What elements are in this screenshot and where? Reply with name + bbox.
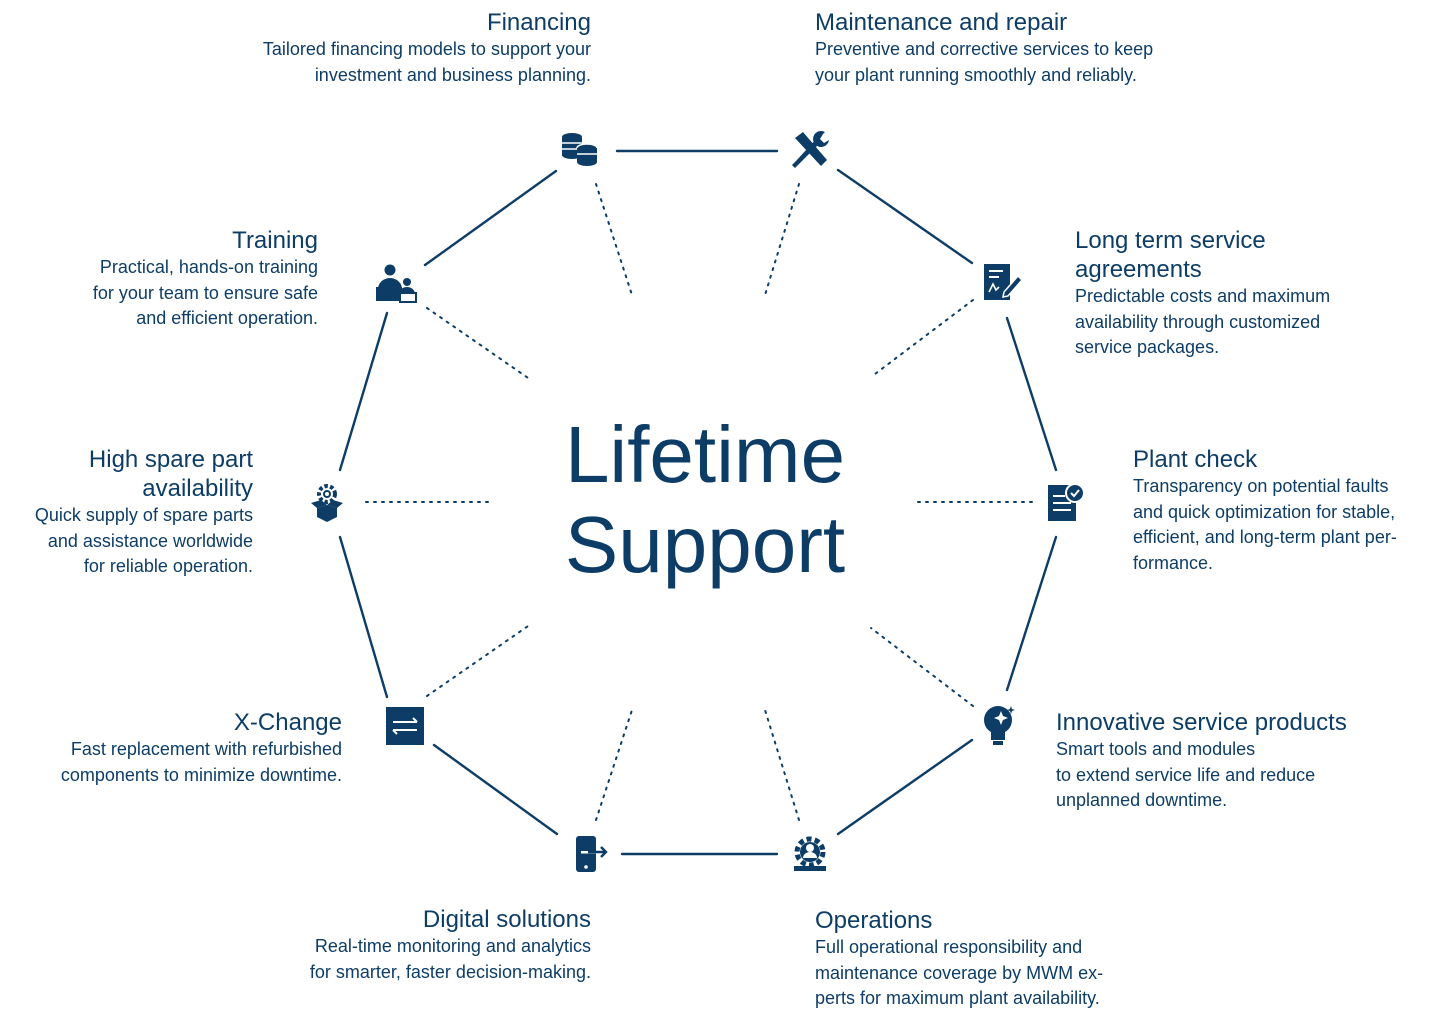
item-desc-line: Practical, hands-on training — [99, 257, 318, 277]
item-title: availability — [142, 475, 253, 502]
item-desc-line: Tailored financing models to support you… — [262, 39, 591, 59]
mobile-export-icon — [576, 836, 608, 872]
checked-document-icon — [1048, 483, 1085, 521]
spoke-innovative — [870, 627, 974, 707]
item-x-change: X-Change Fast replacement with refurbish… — [12, 708, 342, 788]
item-title: Financing — [486, 9, 591, 36]
item-desc-line: unplanned downtime. — [1056, 790, 1228, 810]
item-desc-line: Fast replacement with refurbished — [70, 739, 342, 759]
center-title-line2: Support — [564, 500, 846, 589]
item-desc-line: Full operational responsibility and — [815, 937, 1083, 957]
edge-training-financing — [423, 169, 558, 267]
parts-box-icon — [311, 484, 343, 522]
spoke-maintenance — [764, 183, 800, 296]
item-desc-line: Transparency on potential faults — [1133, 476, 1389, 496]
item-training: Training Practical, hands-on training fo… — [18, 226, 318, 332]
item-desc-line: Preventive and corrective services to ke… — [815, 39, 1154, 59]
edge-plantcheck-innovative — [1005, 535, 1058, 692]
item-title: agreements — [1075, 256, 1202, 283]
item-desc-line: and assistance worldwide — [47, 530, 253, 551]
item-desc-line: investment and business planning. — [314, 64, 591, 85]
wrench-screwdriver-icon — [792, 130, 829, 168]
spoke-operations — [764, 709, 800, 821]
item-plant-check: Plant check Transparency on potential fa… — [1133, 445, 1433, 576]
item-digital-solutions: Digital solutions Real-time monitoring a… — [171, 905, 591, 985]
item-operations: Operations Full operational responsibili… — [815, 906, 1235, 1012]
item-title: High spare part — [88, 446, 253, 473]
item-long-term-service-agreements: Long term service agreements Predictable… — [1075, 226, 1415, 361]
spoke-financing — [595, 183, 633, 296]
item-desc-line: for smarter, faster decision-making. — [309, 961, 591, 982]
edge-spare-training — [338, 311, 389, 472]
item-high-spare-part-availability: High spare part availability Quick suppl… — [8, 445, 253, 580]
item-maintenance-repair: Maintenance and repair Preventive and co… — [815, 8, 1235, 88]
item-desc-line: Smart tools and modules — [1056, 739, 1256, 759]
lightbulb-icon — [984, 706, 1015, 745]
item-title: Maintenance and repair — [815, 9, 1068, 36]
item-title: Operations — [815, 907, 933, 934]
item-desc-line: Predictable costs and maximum — [1075, 286, 1331, 306]
item-desc-line: availability through customized — [1075, 311, 1321, 332]
item-desc-line: and quick optimization for stable, — [1133, 501, 1396, 522]
item-desc-line: formance. — [1133, 552, 1214, 573]
item-desc-line: components to minimize downtime. — [60, 764, 342, 785]
item-title: Plant check — [1133, 446, 1258, 473]
item-desc-line: Quick supply of spare parts — [34, 505, 253, 525]
edge-xchange-spare — [338, 535, 389, 699]
edge-maintenance-lta — [836, 168, 974, 265]
item-desc-line: efficient, and long-term plant per- — [1133, 527, 1397, 547]
coins-stack-icon — [562, 133, 598, 166]
item-desc-line: for reliable operation. — [83, 556, 253, 576]
trainer-presentation-icon — [376, 264, 417, 303]
center-title-line1: Lifetime — [564, 410, 846, 499]
spoke-digital — [595, 709, 633, 821]
item-desc-line: maintenance coverage by MWM ex- — [815, 962, 1104, 983]
center-title: Lifetime Support — [520, 410, 890, 590]
edge-lta-plantcheck — [1005, 316, 1058, 472]
gear-person-icon — [794, 836, 826, 871]
item-desc-line: your plant running smoothly and reliably… — [815, 64, 1137, 85]
item-desc-line: service packages. — [1075, 337, 1220, 357]
exchange-arrows-icon — [386, 707, 424, 745]
item-title: Digital solutions — [422, 906, 591, 933]
edge-digital-xchange — [432, 743, 559, 836]
item-desc-line: to extend service life and reduce — [1056, 764, 1316, 785]
contract-sign-icon — [984, 264, 1024, 300]
spoke-training — [426, 307, 532, 381]
item-title: X-Change — [233, 709, 342, 736]
item-desc-line: Real-time monitoring and analytics — [314, 936, 591, 956]
item-title: Innovative service products — [1056, 709, 1347, 736]
item-financing: Financing Tailored financing models to s… — [171, 8, 591, 88]
item-desc-line: and efficient operation. — [136, 308, 318, 328]
item-innovative-service-products: Innovative service products Smart tools … — [1056, 708, 1426, 814]
spoke-xchange — [426, 623, 532, 697]
item-title: Long term service — [1075, 227, 1266, 254]
item-desc-line: for your team to ensure safe — [92, 282, 318, 303]
item-desc-line: perts for maximum plant availability. — [815, 988, 1100, 1008]
edge-innovative-operations — [836, 738, 974, 836]
item-title: Training — [232, 227, 318, 254]
spoke-lta — [870, 299, 974, 378]
